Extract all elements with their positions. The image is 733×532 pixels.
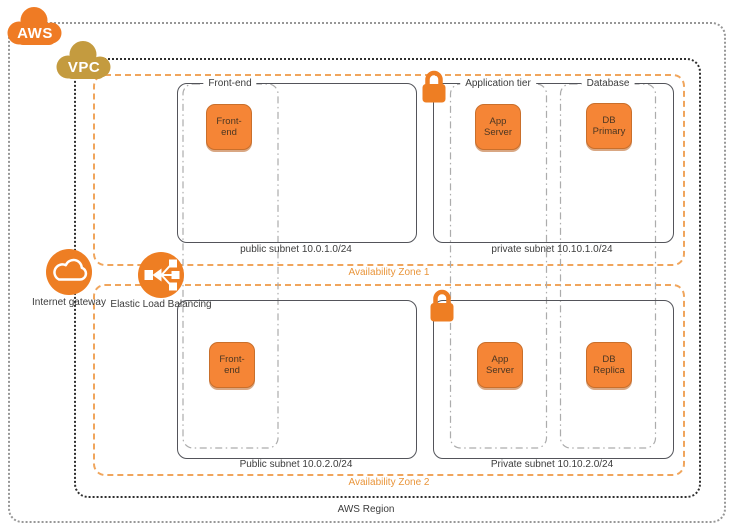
public-subnet-az1-caption: public subnet 10.0.1.0/24 — [240, 244, 352, 255]
elastic-load-balancing-icon — [137, 251, 185, 299]
availability-zone-2-boundary — [93, 284, 685, 476]
front-end-tier-label: Front-end — [203, 78, 257, 89]
vpc-cloud-icon: VPC — [53, 38, 115, 84]
aws-cloud-icon: AWS — [4, 4, 66, 50]
node-db-replica-az2: DB Replica — [586, 342, 632, 388]
lock-icon-az1 — [421, 70, 447, 104]
vpc-cloud-label: VPC — [67, 58, 101, 76]
public-subnet-az2-box — [177, 300, 417, 459]
private-subnet-az1-caption: private subnet 10.10.1.0/24 — [491, 244, 613, 255]
internet-gateway-label: Internet gateway — [32, 297, 106, 308]
lock-icon-az2 — [429, 289, 455, 323]
node-app-server-az1: App Server — [475, 104, 521, 150]
application-tier-label: Application tier — [460, 78, 536, 89]
aws-region-boundary — [8, 22, 726, 523]
public-subnet-az1-box — [177, 83, 417, 243]
node-front-end-az1: Front-end — [206, 104, 252, 150]
node-app-server-az2: App Server — [477, 342, 523, 388]
availability-zone-1-label: Availability Zone 1 — [348, 267, 430, 278]
node-front-end-az2: Front-end — [209, 342, 255, 388]
availability-zone-1-boundary — [93, 74, 685, 266]
private-subnet-az2-caption: Private subnet 10.10.2.0/24 — [490, 459, 614, 470]
availability-zone-2-label: Availability Zone 2 — [348, 477, 430, 488]
private-subnet-az2-box — [433, 300, 674, 459]
private-subnet-az1-box — [433, 83, 674, 243]
database-tier-label: Database — [581, 78, 635, 89]
node-db-primary-az1: DB Primary — [586, 103, 632, 149]
elastic-load-balancing-label: Elastic Load Balancing — [110, 299, 212, 310]
aws-region-label: AWS Region — [337, 504, 395, 515]
aws-cloud-label: AWS — [17, 24, 53, 42]
public-subnet-az2-caption: Public subnet 10.0.2.0/24 — [239, 459, 353, 470]
internet-gateway-icon — [45, 248, 93, 296]
